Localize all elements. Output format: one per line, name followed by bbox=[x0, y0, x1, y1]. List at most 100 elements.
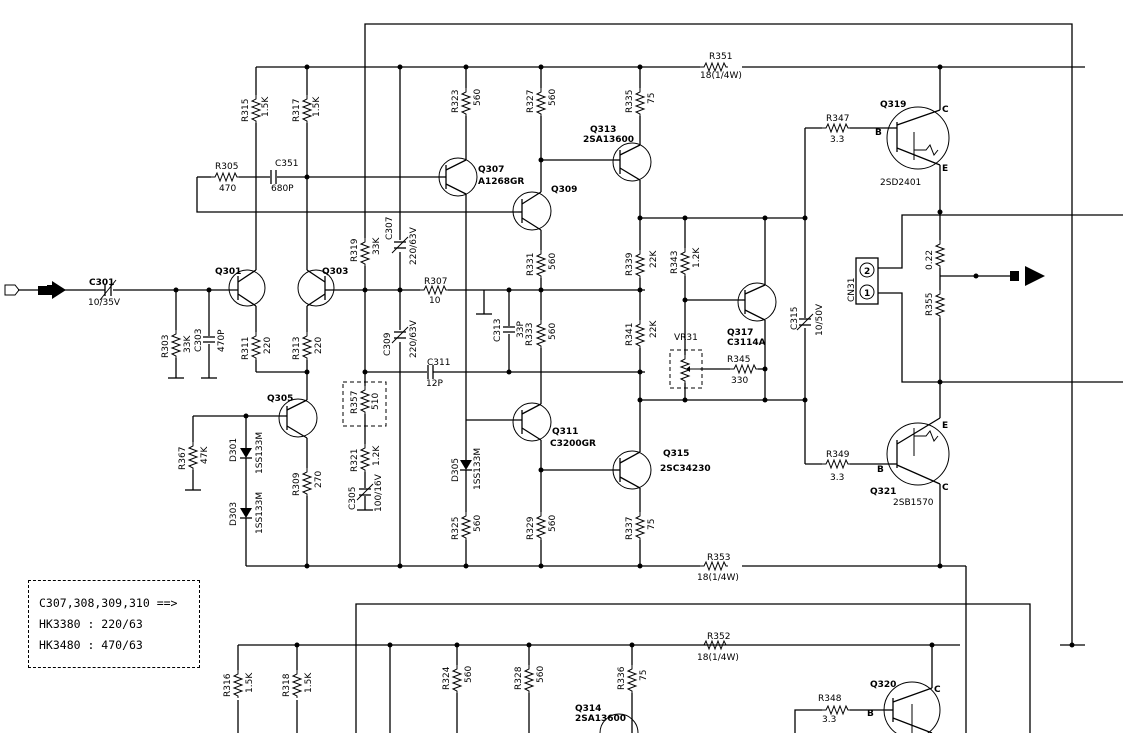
label-r367: R367 bbox=[178, 447, 188, 470]
value-r311: 220 bbox=[263, 337, 273, 354]
label-r353: R353 bbox=[707, 553, 730, 563]
value-r341: 22K bbox=[649, 320, 659, 338]
resistor-r316 bbox=[233, 669, 243, 699]
junction-dots bbox=[173, 64, 1075, 648]
label-r341: R341 bbox=[625, 323, 635, 346]
capacitor-c351 bbox=[270, 170, 277, 184]
value-q314: 2SA13600 bbox=[575, 714, 626, 724]
value-q311: C3200GR bbox=[550, 439, 596, 449]
value-r323: 560 bbox=[473, 89, 483, 106]
transistor-q317 bbox=[737, 282, 777, 322]
value-q317: C3114A bbox=[727, 338, 766, 348]
pin-b-q321: B bbox=[877, 465, 884, 475]
label-r335: R335 bbox=[625, 90, 635, 113]
label-r343: R343 bbox=[670, 251, 680, 274]
label-r316: R316 bbox=[223, 673, 233, 697]
label-r348: R348 bbox=[818, 694, 842, 704]
capacitor-c301 bbox=[99, 279, 117, 301]
value-d301: 1SS133M bbox=[255, 432, 265, 474]
capacitor-c309 bbox=[391, 326, 409, 344]
transistors bbox=[228, 106, 950, 733]
value-c307: 220/63V bbox=[409, 226, 419, 265]
pin-c-q320: C bbox=[934, 685, 941, 695]
value-r351: 18(1/4W) bbox=[700, 71, 742, 81]
value-r317: 1.5K bbox=[312, 96, 322, 117]
label-r317: R317 bbox=[292, 99, 302, 122]
value-r328: 560 bbox=[536, 666, 546, 683]
r357-dashed-box bbox=[342, 381, 387, 427]
label-d305: D305 bbox=[451, 458, 461, 482]
value-r335: 75 bbox=[647, 93, 657, 104]
label-r349: R349 bbox=[826, 450, 850, 460]
resistor-r333 bbox=[536, 319, 546, 349]
value-c303: 470P bbox=[217, 329, 227, 352]
label-q311: Q311 bbox=[552, 427, 578, 437]
resistor-r351 bbox=[699, 62, 729, 72]
label-d303: D303 bbox=[229, 502, 239, 526]
value-q319: 2SD2401 bbox=[880, 178, 921, 188]
label-r328: R328 bbox=[514, 666, 524, 690]
value-c305: 100/16V bbox=[374, 473, 384, 512]
label-r339: R339 bbox=[625, 252, 635, 276]
label-q321: Q321 bbox=[870, 487, 896, 497]
resistor-r307 bbox=[419, 285, 449, 295]
label-vr31: VR31 bbox=[674, 333, 698, 343]
value-r329: 560 bbox=[548, 515, 558, 532]
note-line-3: HK3480 : 470/63 bbox=[39, 638, 143, 652]
label-c311: C311 bbox=[427, 358, 450, 368]
value-r327: 560 bbox=[548, 89, 558, 106]
value-r319: 33K bbox=[372, 237, 382, 255]
input-terminal bbox=[4, 281, 66, 299]
resistor-r353 bbox=[699, 561, 729, 571]
label-r357: R357 bbox=[350, 391, 360, 414]
label-r305: R305 bbox=[215, 162, 238, 172]
value-r309: 270 bbox=[314, 471, 324, 488]
capacitor-c307 bbox=[391, 236, 409, 254]
capacitor-c315 bbox=[796, 313, 814, 331]
variant-note-box: C307,308,309,310 ==> HK3380 : 220/63 HK3… bbox=[28, 580, 200, 668]
label-q305: Q305 bbox=[267, 394, 293, 404]
resistor-r315 bbox=[251, 94, 261, 124]
labels: C301 10/35V R315 1.5K R317 1.5K R305 470… bbox=[88, 52, 949, 725]
value-r303: 33K bbox=[183, 335, 193, 353]
label-r324: R324 bbox=[442, 666, 452, 690]
resistor-r348 bbox=[821, 705, 851, 715]
label-c303: C303 bbox=[194, 329, 204, 352]
label-q320: Q320 bbox=[870, 680, 896, 690]
resistor-r313 bbox=[302, 331, 312, 361]
resistor-r321 bbox=[360, 443, 370, 473]
resistor-r319 bbox=[360, 237, 370, 267]
value-c315: 10/50V bbox=[815, 303, 825, 336]
label-q309: Q309 bbox=[551, 185, 577, 195]
label-q307: Q307 bbox=[478, 165, 504, 175]
label-r331: R331 bbox=[526, 253, 536, 276]
value-c301: 10/35V bbox=[88, 298, 121, 308]
resistor-r317 bbox=[302, 94, 312, 124]
output-terminal bbox=[1010, 266, 1045, 286]
label-cn31: CN31 bbox=[847, 278, 857, 302]
label-q301: Q301 bbox=[215, 267, 241, 277]
capacitor-c311 bbox=[427, 365, 434, 379]
connector-cn31 bbox=[855, 257, 879, 305]
transistor-q305 bbox=[278, 398, 318, 439]
value-r339: 22K bbox=[649, 250, 659, 268]
resistor-022 bbox=[935, 239, 945, 269]
value-r367: 47K bbox=[200, 446, 210, 464]
resistor-r347 bbox=[821, 123, 851, 133]
label-r311: R311 bbox=[241, 337, 251, 360]
label-r307: R307 bbox=[424, 277, 447, 287]
label-r345: R345 bbox=[727, 355, 750, 365]
diode-d301 bbox=[240, 448, 252, 459]
label-c309: C309 bbox=[383, 332, 393, 356]
value-r343: 1.2K bbox=[692, 247, 702, 268]
label-q314: Q314 bbox=[575, 704, 601, 714]
label-r321: R321 bbox=[350, 449, 360, 472]
transistor-q313 bbox=[612, 142, 652, 182]
resistor-r325 bbox=[461, 511, 471, 541]
resistor-r337 bbox=[635, 511, 645, 541]
resistor-r329 bbox=[536, 511, 546, 541]
label-r319: R319 bbox=[350, 238, 360, 262]
transistor-q315 bbox=[612, 450, 652, 490]
value-c313: 33P bbox=[516, 321, 526, 338]
transistor-q309 bbox=[512, 191, 552, 231]
